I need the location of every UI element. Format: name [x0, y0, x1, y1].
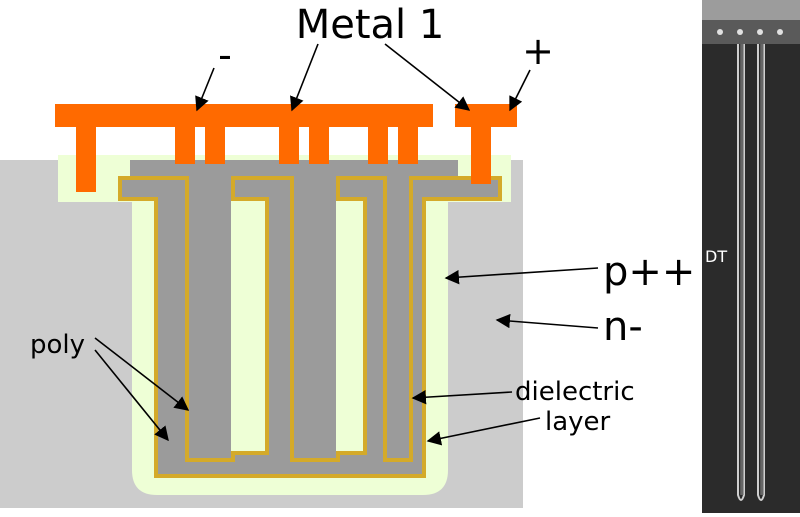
inner-poly-plate — [130, 160, 458, 462]
poly-label: poly — [30, 330, 85, 360]
minus-terminal-label: - — [218, 33, 232, 77]
metal-arrow-right — [384, 43, 471, 111]
nminus-arrow — [495, 313, 599, 329]
plus-arrow — [509, 69, 531, 112]
minus-arrow — [195, 67, 215, 112]
poly-arrow-2 — [94, 349, 169, 442]
ppp-arrow — [444, 267, 599, 285]
layer-label: layer — [545, 407, 611, 437]
dielectric-arrow-2 — [426, 417, 541, 446]
metal-1-label: Metal 1 — [296, 2, 445, 48]
p-plus-plus-label: p++ — [603, 249, 695, 295]
metal-arrow-left — [290, 43, 319, 112]
sem-micrograph — [702, 0, 800, 513]
plus-terminal-label: + — [522, 29, 554, 73]
dielectric-arrow-1 — [411, 390, 513, 405]
dt-label: DT — [705, 247, 727, 266]
dielectric-label: dielectric — [515, 377, 635, 407]
annotation-arrows — [94, 43, 599, 446]
n-minus-label: n- — [603, 304, 643, 350]
metal-1-layer — [55, 104, 517, 192]
poly-arrow-1 — [94, 337, 190, 411]
